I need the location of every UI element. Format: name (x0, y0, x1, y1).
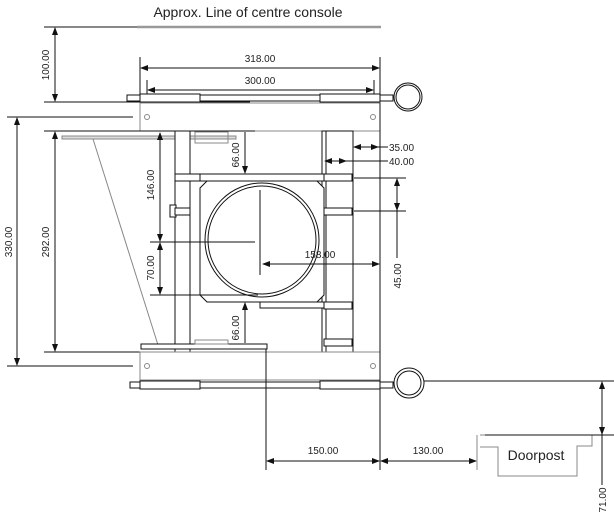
crossbar-block (323, 173, 353, 182)
support-diagonal (92, 138, 159, 346)
dim-150-label: 150.00 (308, 446, 339, 457)
hole (370, 363, 376, 369)
dim-70-label: 70.00 (146, 255, 157, 280)
bracket (194, 339, 229, 345)
circle-outer (204, 182, 320, 298)
dim-45-label: 45.00 (393, 263, 404, 288)
lower-bracket (259, 301, 331, 309)
crossbar-block (174, 173, 201, 182)
bracket (194, 131, 229, 144)
hole (144, 363, 150, 369)
bottom-rail (129, 367, 425, 399)
column-block (323, 207, 353, 216)
bottom-plate (139, 351, 381, 381)
circle-inner (207, 185, 317, 295)
column-block (323, 301, 353, 310)
title-label: Approx. Line of centre console (153, 4, 342, 20)
dim-318-label: 318.00 (245, 54, 276, 65)
dim-146-label: 146.00 (146, 169, 157, 200)
dim-158-label: 158.00 (305, 250, 336, 261)
dim-35-label: 35.00 (389, 143, 414, 154)
top-rail (126, 82, 423, 112)
hole (370, 114, 376, 120)
dim-130-label: 130.00 (413, 446, 444, 457)
dim-66-top-label: 66.00 (231, 142, 242, 167)
right-column (321, 130, 354, 353)
clamp (174, 207, 191, 216)
doorpost-label: Doorpost (508, 447, 565, 463)
dim-100-label: 100.00 (41, 49, 52, 80)
dim-71-label: 71.00 (598, 487, 609, 512)
doorpost-shape (476, 434, 593, 477)
dim-330-label: 330.00 (4, 226, 15, 257)
dim-292-label: 292.00 (41, 226, 52, 257)
dim-66-bottom-label: 66.00 (231, 315, 242, 340)
support-bar (61, 135, 237, 140)
dim-300-label: 300.00 (245, 76, 276, 87)
column-block (323, 338, 353, 347)
top-plate (139, 102, 381, 132)
lower-bar (140, 343, 268, 350)
dim-40-label: 40.00 (389, 157, 414, 168)
hole (144, 114, 150, 120)
